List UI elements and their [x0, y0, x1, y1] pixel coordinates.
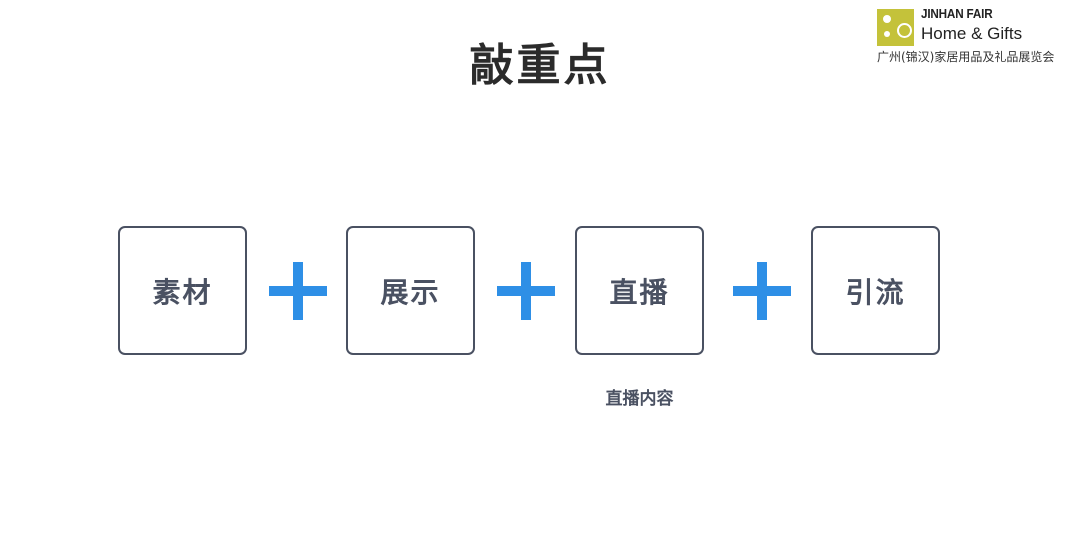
logo-chinese-name: 广州(锦汉)家居用品及礼品展览会 — [877, 50, 1055, 64]
step-box-traffic: 引流 — [811, 226, 940, 355]
logo-brand-text: JINHAN FAIR — [921, 6, 993, 21]
step-label: 素材 — [152, 275, 213, 309]
step-label: 引流 — [845, 275, 906, 309]
step-box-material: 素材 — [118, 226, 247, 355]
plus-icon — [497, 262, 555, 320]
jinhan-fair-logo: JINHAN FAIR Home & Gifts 广州(锦汉)家居用品及礼品展览… — [877, 6, 1073, 68]
livestream-caption: 直播内容 — [605, 389, 674, 409]
step-box-display: 展示 — [346, 226, 475, 355]
step-box-livestream: 直播 — [575, 226, 704, 355]
step-label: 直播 — [609, 275, 670, 309]
step-label: 展示 — [380, 275, 441, 309]
page-title: 敲重点 — [469, 40, 611, 91]
plus-icon — [733, 262, 791, 320]
logo-subtitle-text: Home & Gifts — [921, 24, 1023, 43]
plus-icon — [269, 262, 327, 320]
logo-emblem-icon — [877, 9, 914, 46]
